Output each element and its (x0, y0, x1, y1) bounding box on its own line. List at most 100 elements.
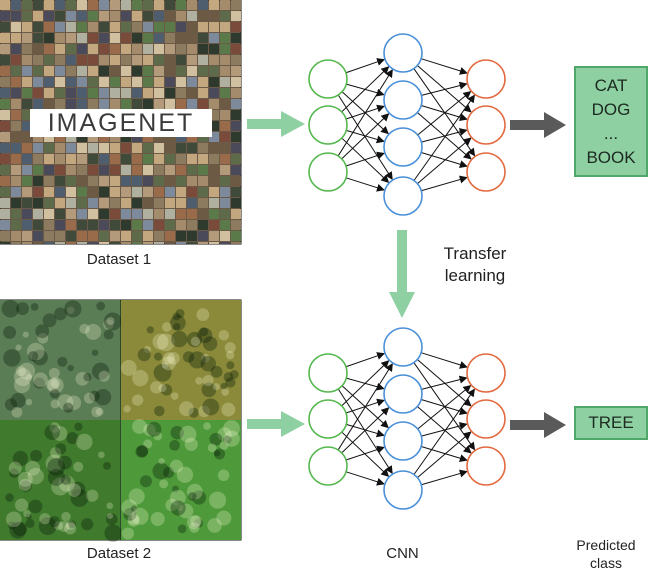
hidden-node (383, 127, 423, 167)
tree-crown (106, 316, 115, 326)
tree-crown (15, 344, 22, 351)
mosaic-thumbnail (220, 132, 230, 142)
hidden-node (383, 374, 423, 414)
tree-crown (52, 425, 68, 441)
output-node (466, 446, 506, 486)
mosaic-thumbnail (110, 11, 120, 21)
mosaic-thumbnail (187, 198, 197, 208)
tree-crown (76, 433, 93, 451)
mosaic-thumbnail (220, 99, 230, 109)
mosaic-thumbnail (231, 220, 241, 230)
tree-crown (10, 392, 26, 409)
mosaic-thumbnail (176, 0, 186, 10)
tree-crown (171, 330, 188, 348)
transfer-learning-label-line1: Transfer (443, 244, 507, 263)
mosaic-thumbnail (99, 22, 109, 32)
mosaic-thumbnail (33, 77, 43, 87)
network-connection (345, 58, 386, 74)
forest-tile (121, 420, 241, 540)
mosaic-thumbnail (165, 165, 175, 175)
mosaic-thumbnail (165, 209, 175, 219)
mosaic-thumbnail (198, 209, 208, 219)
mosaic-thumbnail (99, 220, 109, 230)
mosaic-thumbnail (198, 77, 208, 87)
tree-crown (157, 333, 175, 352)
tree-crown (128, 488, 145, 505)
mosaic-thumbnail (209, 110, 219, 120)
network-connection (421, 375, 468, 390)
mosaic-thumbnail (231, 231, 241, 241)
mosaic-thumbnail (198, 22, 208, 32)
mosaic-thumbnail (220, 33, 230, 43)
mosaic-thumbnail (11, 22, 21, 32)
mosaic-thumbnail (110, 242, 120, 244)
tree-crown (201, 382, 217, 398)
mosaic-thumbnail (198, 55, 208, 65)
mosaic-thumbnail (209, 0, 219, 10)
dataset1-image (0, 0, 242, 245)
forest-tile (0, 420, 120, 540)
output-node (466, 105, 506, 145)
mosaic-thumbnail (198, 66, 208, 76)
mosaic-thumbnail (11, 187, 21, 197)
network-connection (421, 152, 468, 169)
output-class-ellipsis: ... (603, 123, 619, 143)
tree-crown (132, 370, 149, 387)
tree-crown (217, 427, 232, 442)
tree-crown (213, 448, 226, 460)
mosaic-thumbnail (77, 242, 87, 244)
mosaic-thumbnail (165, 77, 175, 87)
mosaic-thumbnail (231, 66, 241, 76)
mosaic-thumbnail (77, 11, 87, 21)
mosaic-thumbnail (165, 187, 175, 197)
tree-crown (161, 322, 172, 332)
tree-crown (199, 327, 209, 337)
tree-crown (219, 440, 229, 450)
input-node (308, 152, 348, 192)
tree-crown (49, 422, 61, 433)
tree-crown (64, 522, 77, 535)
dataset1-caption: Dataset 1 (86, 251, 152, 268)
mosaic-thumbnail (231, 209, 241, 219)
mosaic-thumbnail (143, 165, 153, 175)
mosaic-thumbnail (22, 33, 32, 43)
tree-crown (217, 469, 230, 482)
mosaic-thumbnail (55, 143, 65, 153)
tree-crown (18, 362, 36, 380)
tree-crown (57, 455, 72, 470)
mosaic-thumbnail (66, 143, 76, 153)
mosaic-thumbnail (154, 22, 164, 32)
input-node (308, 59, 348, 99)
mosaic-thumbnail (33, 187, 43, 197)
tree-crown (14, 498, 29, 512)
hidden-node (383, 176, 423, 216)
mosaic-thumbnail (33, 22, 43, 32)
mosaic-thumbnail (99, 55, 109, 65)
mosaic-thumbnail (209, 165, 219, 175)
tree-crown (179, 425, 197, 443)
tree-crown (170, 392, 179, 400)
imagenet-logo: IMAGENET (30, 109, 212, 137)
hidden-node (383, 33, 423, 73)
output-class-book: BOOK (586, 147, 636, 167)
mosaic-thumbnail (88, 44, 98, 54)
mosaic-thumbnail (165, 99, 175, 109)
mosaic-thumbnail (66, 220, 76, 230)
cnn-label: CNN (386, 545, 419, 562)
mosaic-thumbnail (44, 176, 54, 186)
tree-crown (9, 468, 19, 479)
tree-crown (64, 300, 82, 318)
hidden-node (383, 470, 423, 510)
mosaic-thumbnail (176, 231, 186, 241)
tree-crown (13, 376, 31, 394)
mosaic-thumbnail (187, 231, 197, 241)
tree-crown (48, 516, 60, 528)
tree-crown (178, 503, 194, 519)
mosaic-thumbnail (154, 209, 164, 219)
output-node (466, 152, 506, 192)
tree-crown (200, 353, 210, 363)
mosaic-thumbnail (231, 0, 241, 10)
tree-crown (146, 326, 154, 334)
mosaic-thumbnail (165, 198, 175, 208)
